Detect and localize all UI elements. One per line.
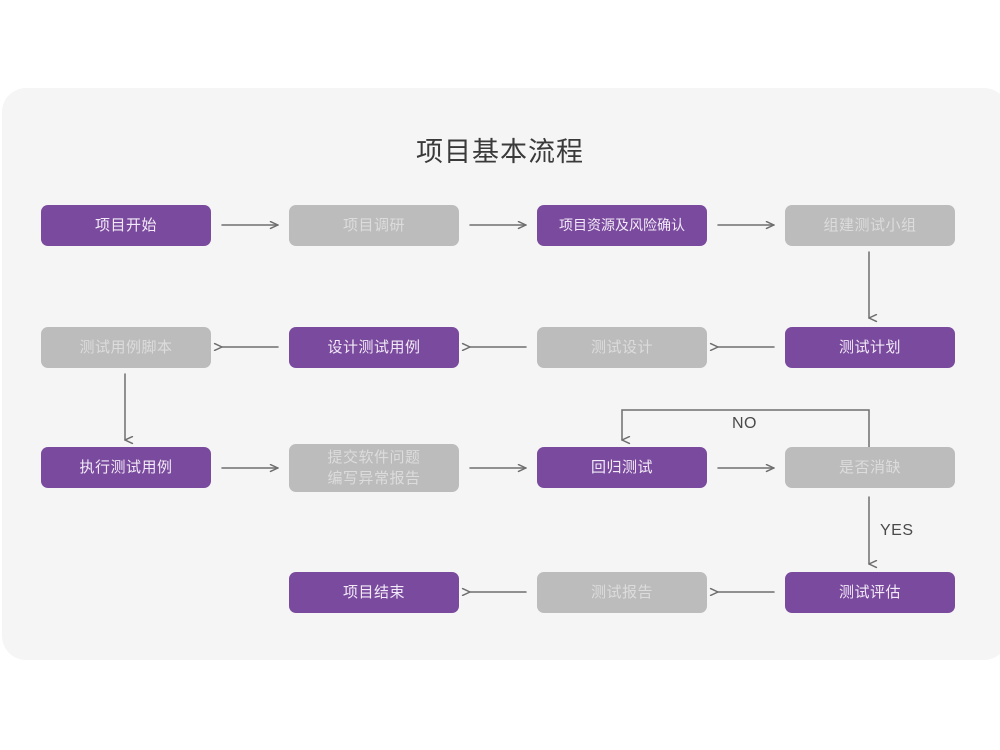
- node-test-plan[interactable]: 测试计划: [785, 327, 955, 368]
- edge-label-no: NO: [732, 415, 757, 432]
- node-test-evaluation[interactable]: 测试评估: [785, 572, 955, 613]
- node-test-report[interactable]: 测试报告: [537, 572, 707, 613]
- node-form-test-team[interactable]: 组建测试小组: [785, 205, 955, 246]
- node-defect-resolved-decision[interactable]: 是否消缺: [785, 447, 955, 488]
- node-resource-risk-confirm[interactable]: 项目资源及风险确认: [537, 205, 707, 246]
- node-submit-issue-report[interactable]: 提交软件问题 编写异常报告: [289, 444, 459, 492]
- node-project-end[interactable]: 项目结束: [289, 572, 459, 613]
- edge-label-yes: YES: [880, 522, 914, 539]
- node-regression-test[interactable]: 回归测试: [537, 447, 707, 488]
- node-project-start[interactable]: 项目开始: [41, 205, 211, 246]
- node-design-test-case[interactable]: 设计测试用例: [289, 327, 459, 368]
- node-project-research[interactable]: 项目调研: [289, 205, 459, 246]
- node-execute-test-case[interactable]: 执行测试用例: [41, 447, 211, 488]
- node-test-design[interactable]: 测试设计: [537, 327, 707, 368]
- node-test-case-script[interactable]: 测试用例脚本: [41, 327, 211, 368]
- page-title: 项目基本流程: [416, 137, 584, 167]
- content-card: [2, 88, 1000, 660]
